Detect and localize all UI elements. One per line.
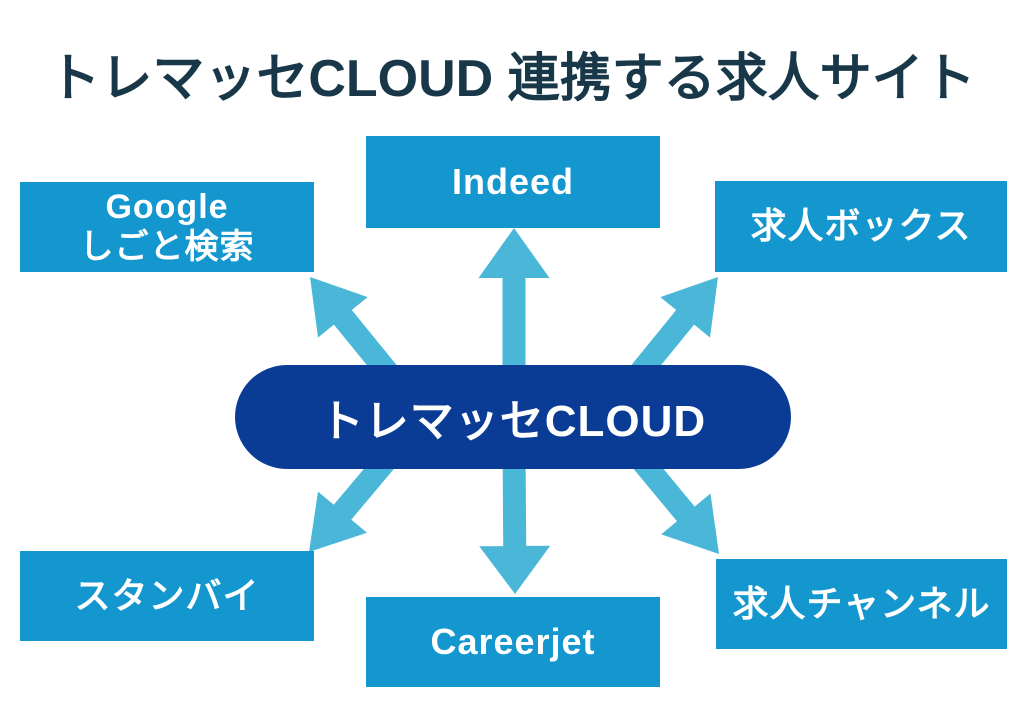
diagram-title: トレマッセCLOUD 連携する求人サイト <box>48 50 976 108</box>
site-box-stanby: スタンバイ <box>20 551 314 641</box>
site-label-indeed: Indeed <box>451 160 574 202</box>
site-box-kyujin-box: 求人ボックス <box>715 181 1007 272</box>
arrow-to-careerjet <box>479 439 551 594</box>
site-box-careerjet: Careerjet <box>366 597 660 687</box>
site-label-kyujin-channel: 求人チャンネル <box>732 582 991 624</box>
site-label-kyujin-box: 求人ボックス <box>750 205 972 247</box>
site-box-indeed: Indeed <box>366 136 660 228</box>
site-label-careerjet: Careerjet <box>430 620 596 662</box>
site-label-google-jobs: Google しごと検索 <box>79 187 255 266</box>
center-pill: トレマッセCLOUD <box>235 365 791 469</box>
site-box-kyujin-channel: 求人チャンネル <box>716 559 1007 649</box>
site-label-stanby: スタンバイ <box>74 574 260 616</box>
arrow-to-indeed <box>478 228 550 400</box>
center-pill-label: トレマッセCLOUD <box>319 397 707 446</box>
site-box-google-jobs: Google しごと検索 <box>20 182 314 272</box>
